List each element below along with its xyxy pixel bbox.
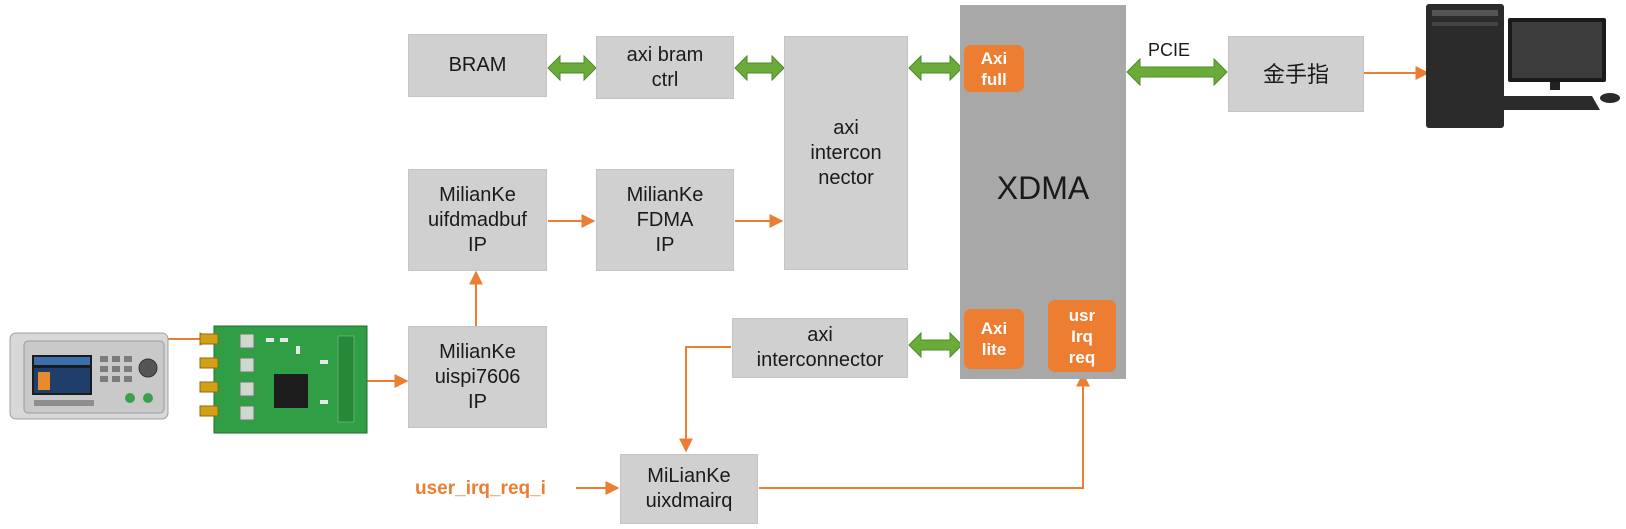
block-bram: BRAM — [408, 34, 547, 97]
computer-image — [1426, 4, 1620, 128]
green-arrow-interconnect-axilite — [908, 331, 963, 359]
port-axi-full: Axi full — [964, 45, 1024, 92]
arrow-interconnect-to-uixdmairq — [679, 346, 731, 453]
block-axi-bram-ctrl: axi bram ctrl — [596, 36, 734, 99]
signal-generator-image — [9, 332, 169, 420]
block-uixdmairq: MiLianKe uixdmairq — [620, 454, 758, 524]
block-axi-interconnector-top: axi intercon nector — [784, 36, 908, 270]
block-axi-interconnector-bottom: axi interconnector — [732, 318, 908, 378]
block-gold-finger: 金手指 — [1228, 36, 1364, 112]
label-pcie: PCIE — [1148, 40, 1191, 60]
green-arrow-xdma-goldfinger — [1126, 57, 1228, 87]
adc-board-image — [199, 325, 368, 434]
port-usr-irq-req: usr Irq req — [1048, 300, 1116, 372]
green-arrow-ctrl-interconnect — [734, 54, 785, 82]
block-uifdmadbuf: MilianKe uifdmadbuf IP — [408, 169, 547, 271]
block-fdma: MilianKe FDMA IP — [596, 169, 734, 271]
port-axi-lite: Axi lite — [964, 309, 1024, 369]
label-user-irq-req-i: user_irq_req_i — [415, 478, 546, 499]
block-uispi7606: MilianKe uispi7606 IP — [408, 326, 547, 428]
xdma-label: XDMA — [996, 170, 1090, 206]
arrow-uixdmairq-to-usrirq — [759, 372, 1090, 489]
green-arrow-interconnect-axifull — [908, 54, 963, 82]
green-arrow-bram-ctrl — [547, 54, 597, 82]
